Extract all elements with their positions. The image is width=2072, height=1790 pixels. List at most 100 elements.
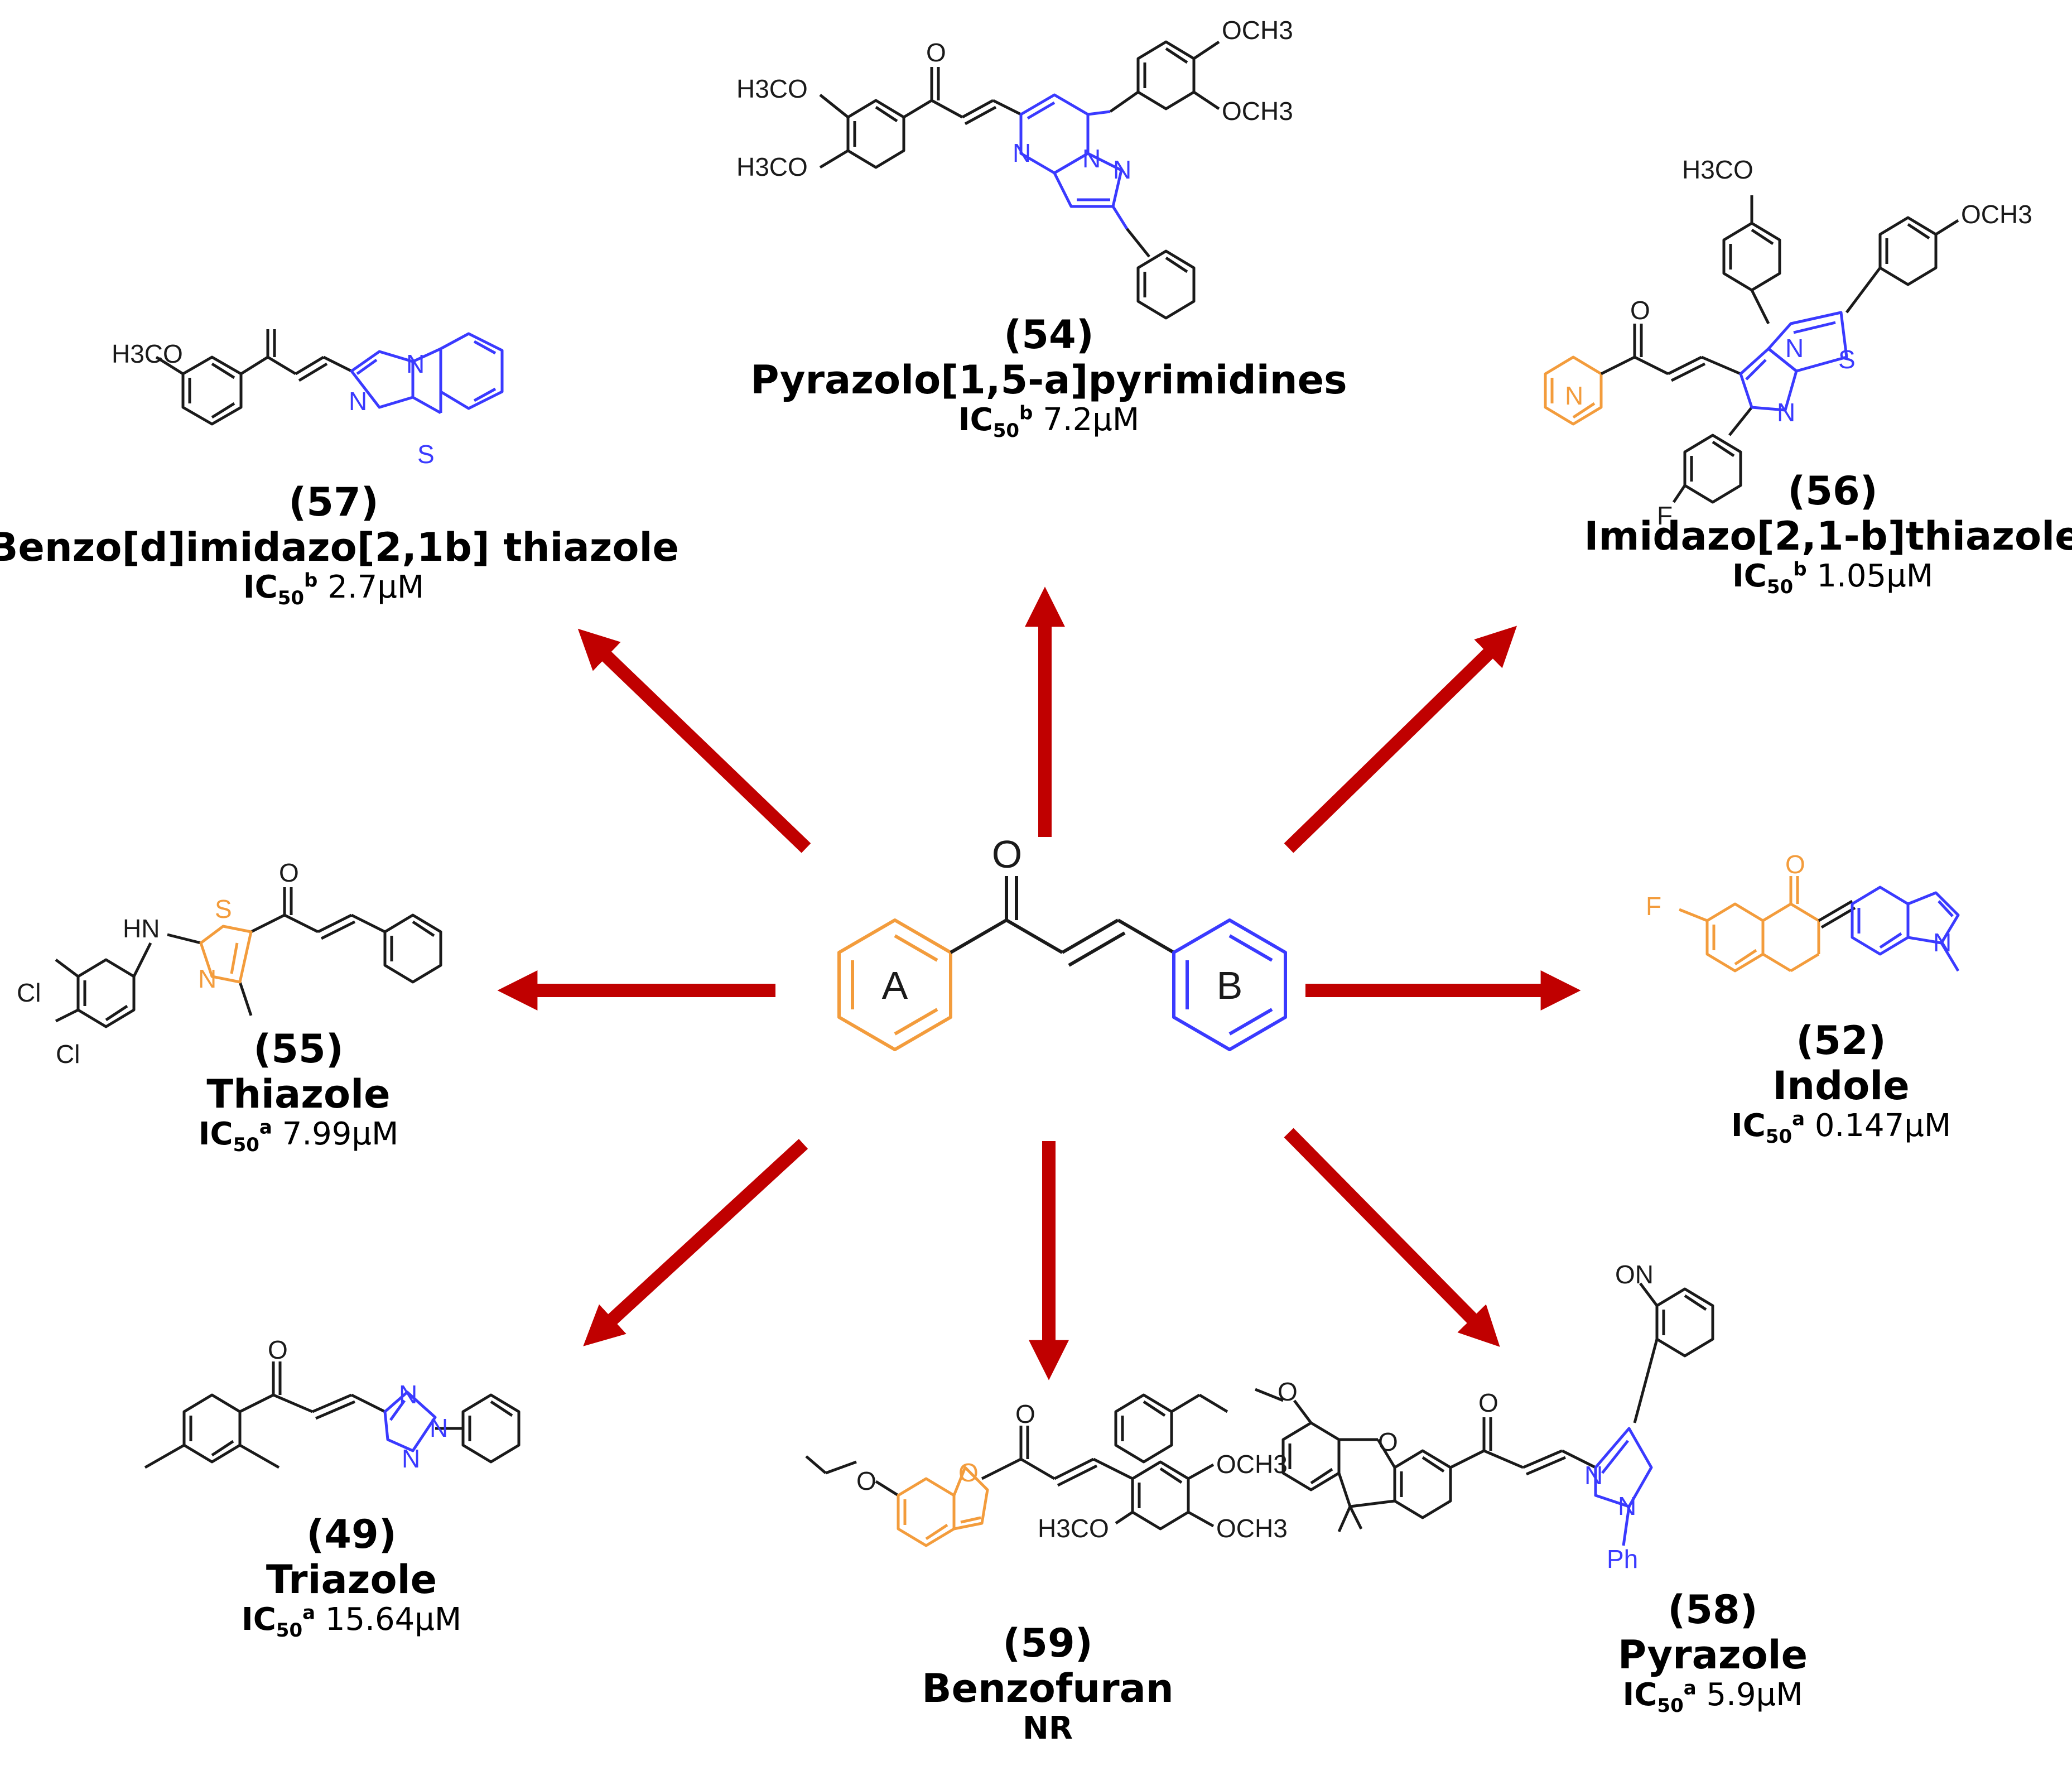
s-56: S: [1838, 345, 1856, 374]
n2-54: N: [1082, 144, 1101, 173]
compound-number: (52): [1796, 1018, 1886, 1064]
o2-59: O: [856, 1466, 876, 1495]
compound-number: (59): [1003, 1620, 1093, 1666]
cl1-55: Cl: [17, 978, 41, 1007]
compound-number: (58): [1668, 1587, 1758, 1633]
ic-prefix: IC: [243, 569, 278, 605]
carbonyl-oxygen: O: [992, 833, 1022, 876]
arrows: [497, 586, 1581, 1380]
structure-52: [1679, 876, 1960, 973]
ome3-59: OCH3: [1216, 1514, 1288, 1543]
s-55: S: [215, 894, 232, 923]
structure-49: [144, 1361, 521, 1469]
ic-sub: 50: [992, 420, 1020, 442]
label-57: (57) Benzo[d]imidazo[2,1b] thiazole IC50…: [0, 480, 679, 609]
ome4-54: OCH3: [1222, 97, 1293, 126]
ph-58: Ph: [1607, 1544, 1638, 1574]
n1-56: N: [1565, 381, 1583, 410]
ic-prefix: IC: [958, 402, 993, 438]
ic-label: b: [1019, 402, 1033, 425]
label-55: (55) Thiazole IC50a 7.99μM: [199, 1027, 399, 1156]
ic-number: 7.2μM: [1043, 402, 1140, 438]
arrow-to-57: [577, 628, 811, 853]
ic-number: 0.147μM: [1814, 1108, 1951, 1144]
compound-class: Imidazo[2,1-b]thiazole: [1584, 513, 2072, 559]
ome1-56: H3CO: [1682, 155, 1753, 184]
n2-58: N: [1618, 1491, 1636, 1520]
ic50-value: IC50b 2.7μM: [0, 569, 679, 610]
label-54: (54) Pyrazolo[1,5-a]pyrimidines IC50b 7.…: [750, 312, 1347, 442]
ic-prefix: IC: [1622, 1677, 1657, 1713]
n2-49: N: [430, 1413, 448, 1442]
hn-55: HN: [123, 914, 160, 943]
label-58: (58) Pyrazole IC50a 5.9μM: [1618, 1587, 1808, 1717]
n1-58: N: [1584, 1461, 1603, 1490]
ic-number: 5.9μM: [1706, 1677, 1803, 1713]
compound-number: (56): [1787, 468, 1878, 514]
label-49: (49) Triazole IC50a 15.64μM: [242, 1512, 461, 1642]
ic-number: 2.7μM: [327, 569, 425, 605]
n1-54: N: [1013, 138, 1031, 167]
n2-56: N: [1785, 334, 1804, 363]
structure-58: [1114, 1282, 1714, 1546]
ic-sub: 50: [233, 1134, 259, 1157]
structure-56: [1544, 195, 1959, 504]
o-58: O: [1478, 1388, 1498, 1417]
structure-55: [55, 887, 442, 1028]
ic-prefix: IC: [198, 1116, 233, 1152]
ic-sub: 50: [277, 587, 305, 610]
o-55: O: [279, 858, 299, 887]
ic-sub: 50: [276, 1619, 303, 1642]
ic-prefix: IC: [241, 1601, 276, 1638]
ic50-value: IC50a 7.99μM: [198, 1116, 399, 1157]
ic-label: a: [1683, 1677, 1697, 1700]
ic-label: a: [1792, 1108, 1805, 1130]
ic-label: a: [302, 1601, 316, 1624]
ic-number: 7.99μM: [282, 1116, 399, 1152]
o2-58: O: [1278, 1377, 1298, 1406]
label-56: (56) Imidazo[2,1-b]thiazole IC50b 1.05μM: [1584, 469, 2072, 598]
arrow-to-58: [1284, 1128, 1500, 1347]
cl2-55: Cl: [56, 1040, 80, 1069]
ome3-54: OCH3: [1222, 16, 1293, 45]
on-58: ON: [1615, 1260, 1654, 1289]
compound-number: (57): [288, 479, 379, 525]
central-chalcone: [837, 876, 1287, 1051]
compound-class: Benzo[d]imidazo[2,1b] thiazole: [0, 524, 679, 570]
structure-57: [155, 329, 504, 426]
ic-sub: 50: [1765, 1125, 1792, 1148]
ic-number: 1.05μM: [1816, 558, 1934, 594]
ic-sub: 50: [1766, 576, 1794, 599]
n2-57: N: [406, 349, 425, 378]
o3-58: O: [1378, 1427, 1398, 1456]
arrow-to-49: [583, 1139, 808, 1346]
ome1-54: H3CO: [736, 74, 808, 103]
ic-prefix: IC: [1731, 1108, 1766, 1144]
ic-sub: 50: [1657, 1695, 1684, 1717]
ic50-value: IC50b 1.05μM: [1584, 558, 2072, 599]
n-52: N: [1933, 928, 1951, 957]
arrow-to-56: [1284, 625, 1517, 853]
n3-49: N: [402, 1444, 420, 1473]
ic50-value: NR: [1022, 1710, 1073, 1746]
o-52: O: [1785, 850, 1805, 879]
compound-class: Thiazole: [206, 1071, 391, 1117]
ic50-value: IC50a 0.147μM: [1731, 1108, 1951, 1148]
n-55: N: [198, 964, 216, 993]
enone-linker: [950, 876, 1175, 967]
ic50-value: IC50a 15.64μM: [241, 1601, 461, 1642]
o-56: O: [1630, 296, 1650, 325]
ic-label: b: [1793, 558, 1807, 581]
compound-class: Triazole: [266, 1556, 437, 1603]
ring-b: [1172, 918, 1287, 1051]
structure-59: [805, 1426, 1215, 1547]
compound-number: (55): [253, 1026, 344, 1072]
compound-number: (49): [306, 1512, 397, 1557]
ic50-value: IC50b 7.2μM: [750, 402, 1347, 442]
ome1-59: OCH3: [1216, 1450, 1288, 1479]
o-49: O: [268, 1335, 288, 1364]
ic50-value: IC50a 5.9μM: [1618, 1677, 1808, 1717]
o-54: O: [926, 38, 946, 67]
